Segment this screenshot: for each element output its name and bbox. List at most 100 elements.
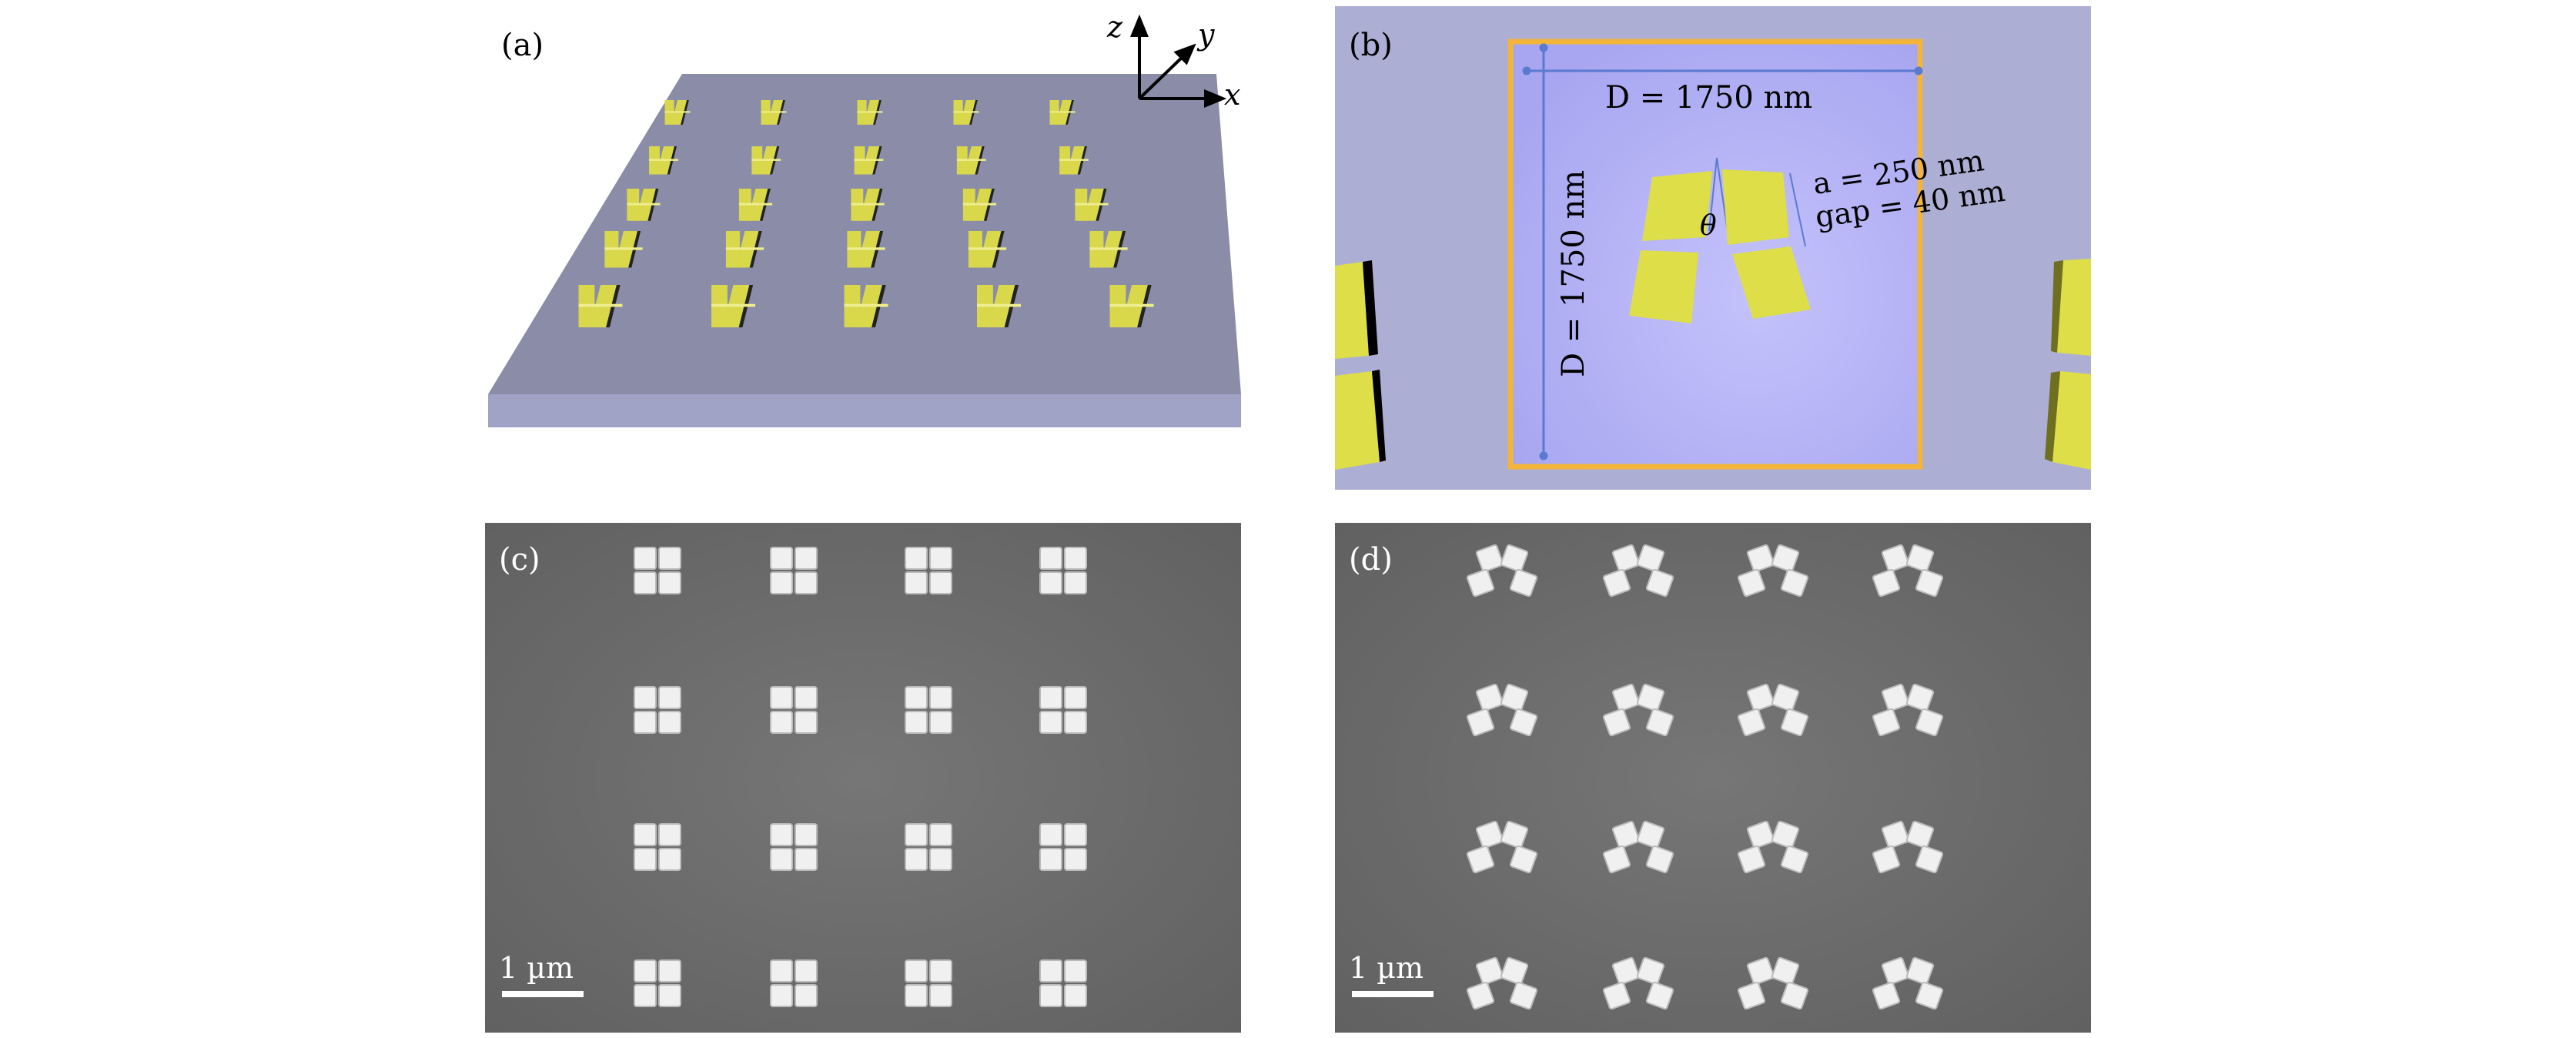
gold-square xyxy=(795,547,818,570)
gold-square xyxy=(1611,683,1641,712)
antenna xyxy=(751,146,781,175)
gold-square xyxy=(1602,568,1631,598)
gold-square xyxy=(1905,956,1935,986)
gold-square xyxy=(770,547,793,570)
gold-square xyxy=(1039,984,1062,1007)
unit-cell-antenna xyxy=(1629,169,1811,323)
sem-image-background xyxy=(485,523,1241,1033)
gold-square xyxy=(1915,845,1944,874)
axis-x-label: x xyxy=(1224,78,1240,112)
scale-bar-label-d: 1 µm xyxy=(1349,951,1423,985)
antenna xyxy=(725,231,764,268)
v-antenna-unit xyxy=(1466,683,1538,737)
v-antenna-unit xyxy=(1602,956,1674,1010)
gold-square xyxy=(1636,683,1665,712)
gold-square xyxy=(1771,544,1800,573)
gold-square xyxy=(1645,845,1674,874)
gold-square xyxy=(1611,820,1641,849)
neighbor-antenna-left xyxy=(1335,260,1386,470)
gold-square xyxy=(1771,820,1800,849)
gold-square xyxy=(658,547,681,570)
gold-square xyxy=(929,571,952,594)
quad-square-unit xyxy=(634,686,681,734)
antenna xyxy=(578,285,623,328)
gold-square xyxy=(905,571,928,594)
antenna xyxy=(854,146,884,175)
v-antenna-unit xyxy=(1872,544,1944,598)
gold-square xyxy=(1466,981,1495,1010)
quad-square-unit xyxy=(1039,686,1087,734)
antenna xyxy=(857,100,883,125)
gold-square xyxy=(1500,956,1529,986)
gold-square xyxy=(658,711,681,734)
antenna xyxy=(664,100,691,125)
gold-square xyxy=(1509,981,1538,1010)
quad-square-unit xyxy=(770,959,818,1007)
gold-square xyxy=(1636,544,1665,573)
v-antenna-unit xyxy=(1602,683,1674,737)
antenna xyxy=(851,189,885,221)
gold-square xyxy=(1611,956,1641,986)
gold-square xyxy=(1872,981,1901,1010)
gold-square xyxy=(1602,845,1631,874)
gold-square xyxy=(1064,571,1087,594)
gold-square xyxy=(658,959,681,983)
gold-square xyxy=(634,571,657,594)
v-antenna-unit xyxy=(1466,820,1538,874)
quad-square-unit xyxy=(634,959,681,1007)
v-antenna-unit xyxy=(1737,544,1809,598)
quad-square-unit xyxy=(770,823,818,871)
gold-square xyxy=(905,848,928,871)
antenna xyxy=(649,146,678,175)
gold-square xyxy=(1746,956,1775,986)
gold-square xyxy=(658,984,681,1007)
gold-square xyxy=(1064,848,1087,871)
panel-a: (a) z y x xyxy=(488,10,1241,427)
gold-square xyxy=(905,686,928,709)
axis-z-label: z xyxy=(1106,10,1123,44)
gold-square xyxy=(1872,568,1901,598)
antenna xyxy=(953,100,979,125)
v-antenna-unit xyxy=(1872,956,1944,1010)
gold-square xyxy=(1064,711,1087,734)
gold-square xyxy=(770,959,793,983)
gold-square xyxy=(634,686,657,709)
antenna xyxy=(711,285,755,328)
gold-square xyxy=(1475,956,1504,986)
gold-square xyxy=(1905,683,1935,712)
gold-square xyxy=(658,571,681,594)
gold-square xyxy=(1872,708,1901,737)
gold-square xyxy=(1509,568,1538,598)
gold-square xyxy=(1039,571,1062,594)
gold-square xyxy=(1915,568,1944,598)
antenna xyxy=(977,285,1021,328)
gold-square xyxy=(1881,820,1910,849)
gold-square xyxy=(1636,820,1665,849)
gold-square xyxy=(1475,820,1504,849)
quad-square-unit xyxy=(770,686,818,734)
gold-square xyxy=(1645,981,1674,1010)
gold-square xyxy=(1905,544,1935,573)
angle-label: θ xyxy=(1700,210,1717,242)
antenna xyxy=(738,189,773,221)
gold-square xyxy=(929,823,952,846)
gold-square xyxy=(1881,683,1910,712)
axes-icon xyxy=(1130,14,1227,108)
gold-square xyxy=(1611,544,1641,573)
quad-square-unit xyxy=(1039,823,1087,871)
gold-square xyxy=(658,823,681,846)
height-dimension-label: D = 1750 nm xyxy=(1556,170,1591,377)
antenna xyxy=(1059,146,1089,175)
gold-square xyxy=(1746,544,1775,573)
gold-square xyxy=(1881,544,1910,573)
dimension-lines xyxy=(1522,43,1923,460)
gold-square xyxy=(770,686,793,709)
v-antenna-unit xyxy=(1737,956,1809,1010)
quad-square-unit xyxy=(770,547,818,594)
antenna xyxy=(1089,231,1128,268)
gold-square xyxy=(770,848,793,871)
panel-c: (c) 1 µm xyxy=(485,523,1241,1033)
quad-square-unit xyxy=(634,823,681,871)
gold-square xyxy=(1466,708,1495,737)
quad-square-unit xyxy=(905,547,952,594)
